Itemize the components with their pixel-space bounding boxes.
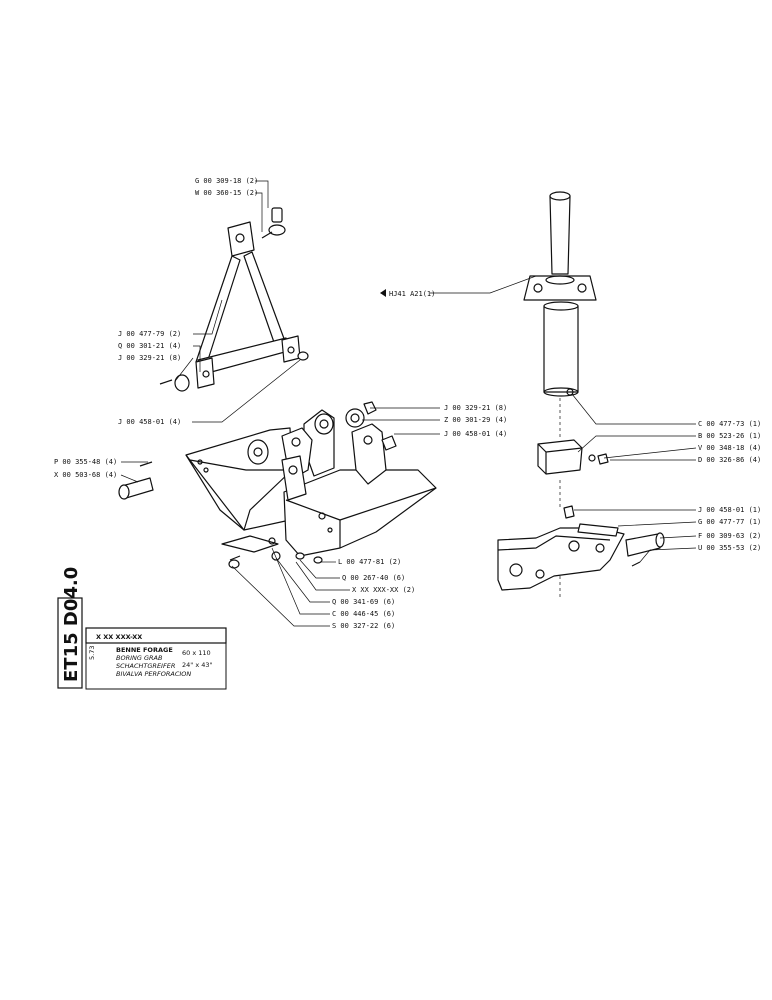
frame-leg-right [243,251,287,349]
washer-clip-part [261,231,273,239]
label-f-00-309-63: F 00 309-63 (2) [698,532,761,540]
bucket-tooth-part [221,535,279,553]
cylinder-flange-part [523,275,597,301]
label-q-00-267-40: Q 00 267-40 (6) [342,574,405,582]
cylinder-assembly [497,191,665,600]
label-j-00-458-01-right: J 00 458-01 (1) [698,506,761,514]
label-j-00-458-01-left: J 00 458-01 (4) [118,418,181,426]
label-j-00-329-21-left: J 00 329-21 (8) [118,354,181,362]
name-de: SCHACHTGREIFER [116,662,175,670]
label-p-00-355-48: P 00 355-48 (4) [54,458,117,466]
guide-block-part [537,439,583,475]
leader-lines [120,180,697,627]
part-labels: G 00 309-18 (2) W 00 360-15 (2) J 00 477… [54,177,761,630]
label-c-00-477-73: C 00 477-73 (1) [698,420,761,428]
label-b-00-523-26: B 00 523-26 (1) [698,432,761,440]
bucket-arm-right [351,423,387,485]
label-s-00-327-22: S 00 327-22 (6) [332,622,395,630]
label-u-00-355-53: U 00 355-53 (2) [698,544,761,552]
name-en: BORING GRAB [116,654,163,662]
label-x-00-503-68: X 00 503-68 (4) [54,471,117,479]
label-g-00-309-18: G 00 309-18 (2) [195,177,258,185]
label-q-00-341-69: Q 00 341-69 (6) [332,598,395,606]
label-j-00-329-21-mid: J 00 329-21 (8) [444,404,507,412]
bucket-assembly [118,401,437,569]
label-j-00-477-79: J 00 477-79 (2) [118,330,181,338]
label-z-00-301-29: Z 00 301-29 (4) [444,416,507,424]
label-d-00-326-86: D 00 326-86 (4) [698,456,761,464]
axle-pin-part [625,533,661,557]
label-j-00-458-01-mid: J 00 458-01 (4) [444,430,507,438]
arrow-icon [380,289,386,297]
bushing-right-part [345,408,365,428]
label-c-00-446-45: C 00 446-45 (6) [332,610,395,618]
pin-part [271,207,283,223]
pin-head-part [268,224,286,236]
size-imperial: 24" x 43" [182,661,213,669]
title-block: ET15 D04.0 5.73 X XX XXX-XX BENNE FORAGE… [57,567,227,690]
drawing-code: ET15 D04.0 [61,567,82,682]
drawing-date: 5.73 [88,646,96,660]
top-clevis-part [227,221,255,257]
a-frame-assembly [159,207,309,392]
label-x-xx-xxx: X XX XXX-XX (2) [352,586,415,594]
label-v-00-348-18: V 00 348-18 (4) [698,444,761,452]
label-g-00-477-77: G 00 477-77 (1) [698,518,761,526]
reference-number: X XX XXX-XX [96,633,142,641]
label-w-00-360-15: W 00 360-15 (2) [195,189,258,197]
size-metric: 60 x 110 [182,649,211,657]
frame-leg-left [195,255,241,367]
label-q-00-301-21: Q 00 301-21 (4) [118,342,181,350]
label-l-00-477-81: L 00 477-81 (2) [338,558,401,566]
bushing-part [174,374,190,392]
label-hj41: HJ41 A21(1) [389,290,435,298]
name-es: BIVALVA PERFORACION [116,670,191,678]
base-frame-part [497,527,625,591]
name-fr: BENNE FORAGE [116,646,173,654]
bucket-shell-left [185,427,293,531]
cylinder-barrel-part [543,305,579,393]
cylinder-rod-part [549,195,571,275]
